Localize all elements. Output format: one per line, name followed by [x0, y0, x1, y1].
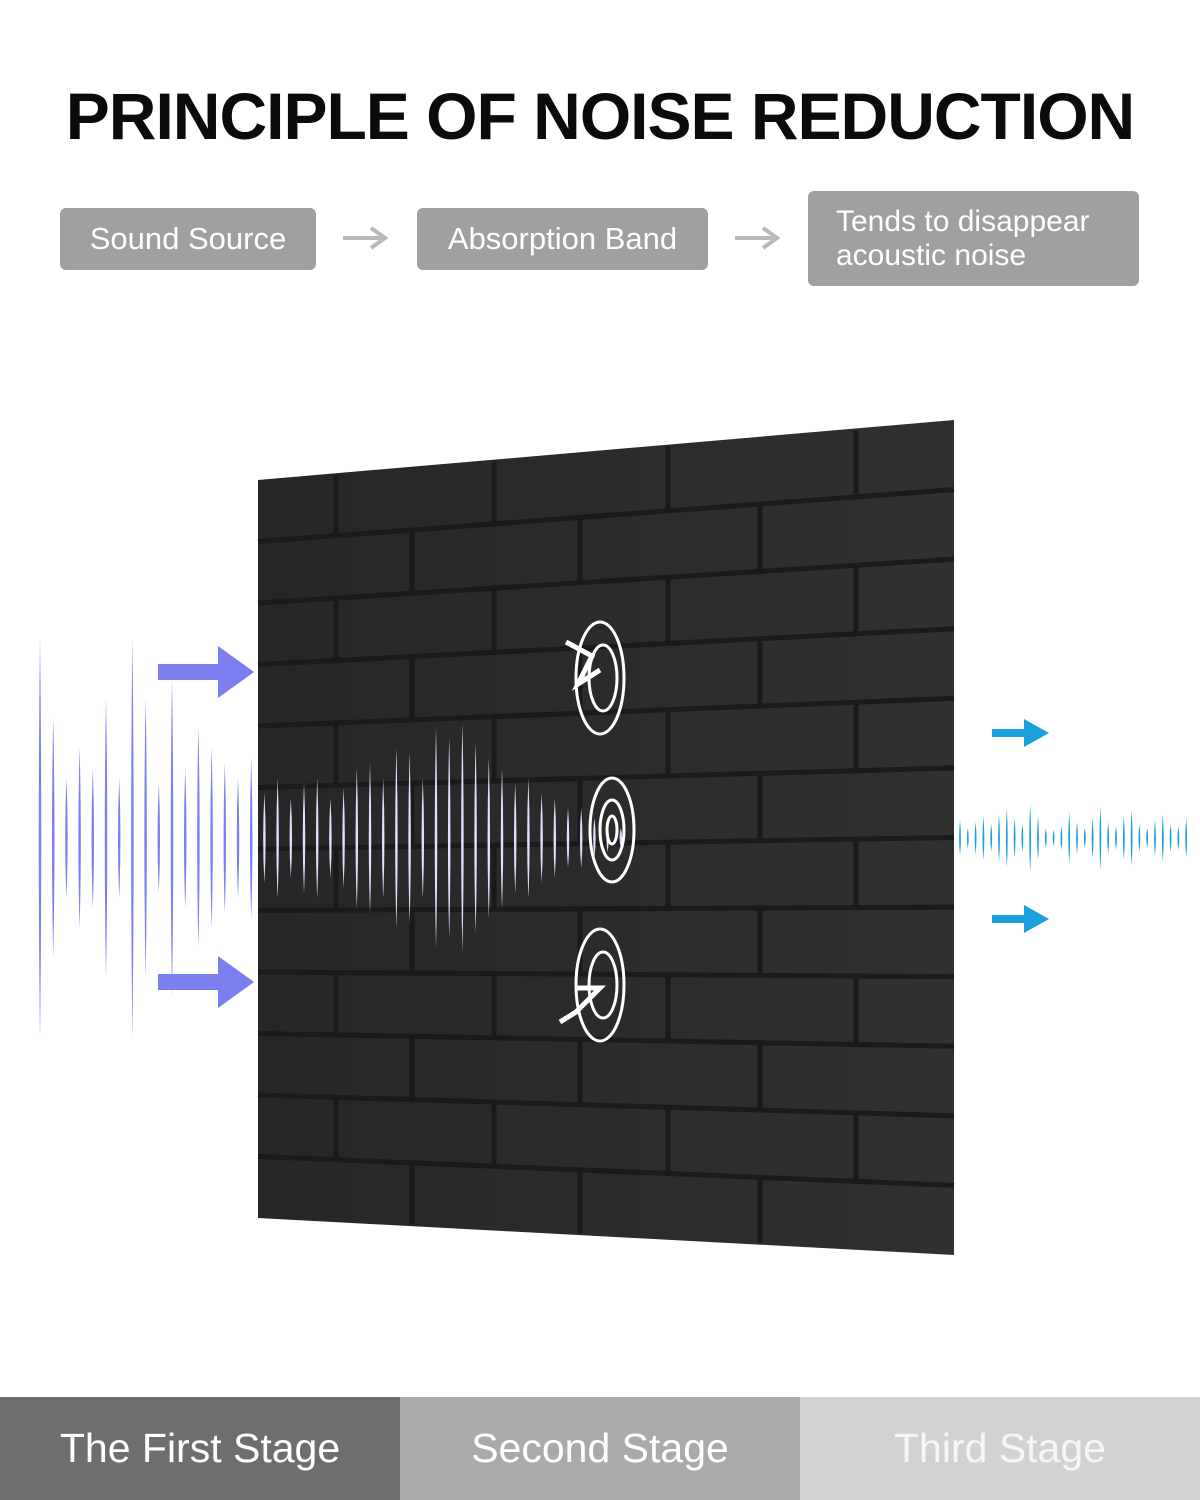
step-disappear-noise: Tends to disappear acoustic noise [808, 191, 1139, 286]
incoming-arrow-icon [158, 646, 254, 698]
absorption-swirl-icon [564, 620, 626, 736]
outgoing-arrow-icon [992, 719, 1049, 747]
outgoing-arrow-icon [992, 905, 1049, 933]
stage-third: Third Stage [800, 1397, 1200, 1500]
stage-bar: The First Stage Second Stage Third Stage [0, 1397, 1200, 1500]
noise-reduction-diagram [38, 420, 1188, 1255]
step-sound-source: Sound Source [60, 208, 316, 270]
step-sound-source-label: Sound Source [89, 221, 287, 256]
flow-arrow-icon [343, 226, 389, 250]
step-disappear-noise-line: Tends to disappear [836, 204, 1090, 238]
flow-arrow-icon [735, 226, 781, 250]
incoming-arrow-icon [158, 956, 254, 1008]
step-absorption-band-label: Absorption Band [447, 221, 678, 256]
incoming-sound-wave [38, 638, 623, 1038]
absorption-swirl-icon [558, 927, 626, 1043]
outgoing-sound-wave [959, 804, 1188, 872]
absorption-swirl-icon [588, 776, 636, 884]
step-absorption-band: Absorption Band [417, 208, 708, 270]
step-disappear-noise-line: acoustic noise [836, 238, 1027, 272]
stage-second: Second Stage [400, 1397, 800, 1500]
stage-first: The First Stage [0, 1397, 400, 1500]
acoustic-panel [257, 420, 955, 1255]
page-title: PRINCIPLE OF NOISE REDUCTION [65, 79, 1135, 153]
panel-brick-grooves [257, 430, 955, 1243]
